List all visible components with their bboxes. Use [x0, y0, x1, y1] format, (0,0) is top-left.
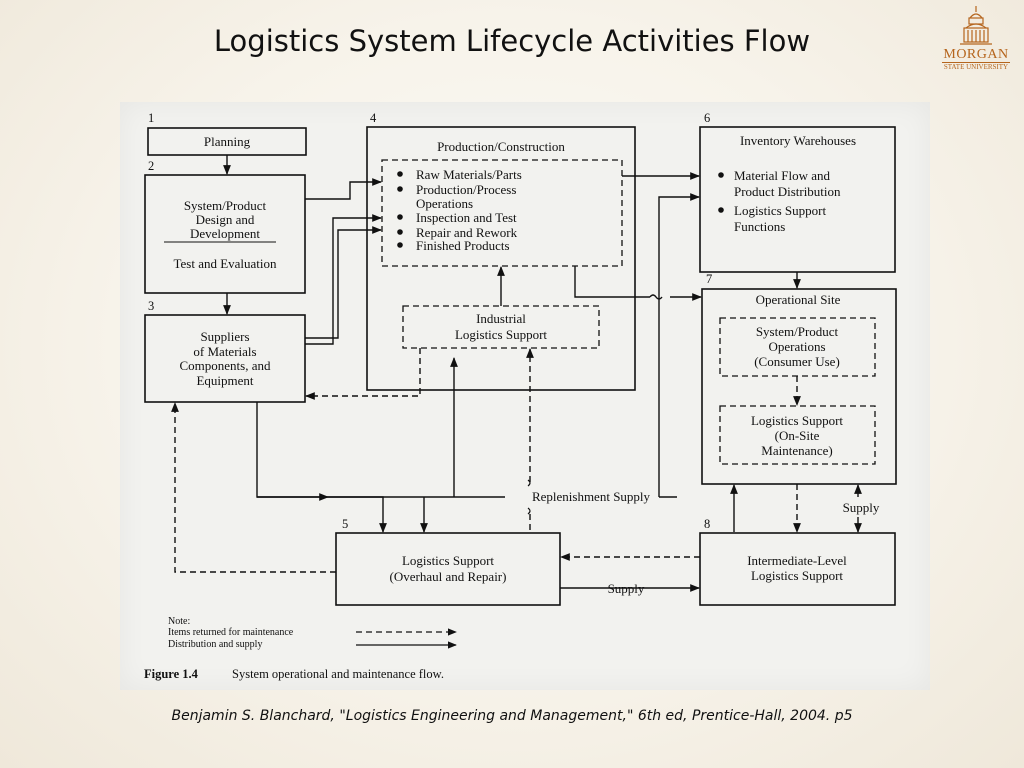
flow-figure: 1 2 3 4 5 6 7 8 Planning System/Product …: [120, 102, 930, 690]
ils-line2: Logistics Support: [455, 327, 547, 342]
box3-number: 3: [148, 299, 154, 313]
onsite-maint-box: [719, 405, 876, 465]
ops-line3: (Consumer Use): [754, 354, 840, 369]
production-activities-box: [381, 159, 623, 267]
arrow-design-production: [305, 178, 382, 200]
suppliers-box: [144, 314, 306, 403]
box6-number: 6: [704, 111, 710, 125]
box4-number: 4: [370, 111, 377, 125]
design-line4: Test and Evaluation: [173, 256, 277, 271]
wave-break-3: [527, 507, 531, 515]
production-title: Production/Construction: [437, 139, 565, 154]
intermediate-box: [699, 532, 896, 606]
suppliers-line1: Suppliers: [200, 329, 249, 344]
production-item-3: Operations: [416, 196, 473, 211]
wave-break-1: [649, 294, 663, 300]
building-dome-icon: [960, 6, 992, 45]
replenishment-label: Replenishment Supply: [532, 489, 651, 504]
design-box: [144, 174, 306, 294]
note-title: Note:: [168, 616, 190, 627]
production-box: [366, 126, 636, 391]
box1-number: 1: [148, 111, 154, 125]
industrial-logistics-box: [402, 305, 600, 349]
arrow-suppliers-production-top: [305, 214, 382, 345]
box2-number: 2: [148, 159, 154, 173]
logo-wordmark: MORGAN: [943, 47, 1009, 62]
warehouse-item-2: Product Distribution: [734, 184, 841, 199]
arrow-suppliers-production-low: [305, 226, 382, 339]
intermediate-line2: Logistics Support: [751, 568, 843, 583]
wave-break-2: [527, 479, 531, 487]
ops-line2: Operations: [768, 339, 825, 354]
operational-site-box: [701, 288, 897, 485]
design-line2: Design and: [196, 212, 255, 227]
box5-number: 5: [342, 517, 348, 531]
suppliers-line2: of Materials: [193, 344, 256, 359]
production-item-6: Finished Products: [416, 238, 510, 253]
overhaul-line2: (Overhaul and Repair): [390, 569, 507, 584]
suppliers-line4: Equipment: [196, 373, 253, 388]
warehouse-title: Inventory Warehouses: [740, 133, 856, 148]
return-ils-suppliers: [305, 348, 421, 400]
suppliers-line3: Components, and: [180, 358, 271, 373]
onsite-line3: Maintenance): [761, 443, 832, 458]
flow-diagram: 1 2 3 4 5 6 7 8 Planning System/Product …: [144, 111, 897, 681]
ils-line1: Industrial: [476, 311, 526, 326]
supply-bottom-label: Supply: [608, 581, 645, 596]
box7-number: 7: [706, 272, 712, 286]
design-line1: System/Product: [184, 198, 267, 213]
return-overhaul-suppliers: [171, 402, 336, 573]
warehouse-item-4: Functions: [734, 219, 785, 234]
arrow-replenishment-warehouse: [658, 193, 700, 497]
slide-title: Logistics System Lifecycle Activities Fl…: [213, 24, 811, 58]
logo-subtitle: STATE UNIVERSITY: [942, 62, 1010, 71]
university-logo: MORGAN STATE UNIVERSITY: [934, 4, 1018, 72]
arrow-production-opsite: [574, 266, 650, 298]
operational-title: Operational Site: [756, 292, 841, 307]
warehouse-item-3: Logistics Support: [734, 203, 826, 218]
overhaul-line1: Logistics Support: [402, 553, 494, 568]
citation: Benjamin S. Blanchard, "Logistics Engine…: [171, 708, 853, 724]
box8-number: 8: [704, 517, 710, 531]
onsite-line2: (On-Site: [775, 428, 820, 443]
figure-caption: System operational and maintenance flow.: [232, 667, 444, 681]
warehouse-box: [699, 126, 896, 273]
warehouse-item-1: Material Flow and: [734, 168, 831, 183]
onsite-line1: Logistics Support: [751, 413, 843, 428]
production-item-2: Production/Process: [416, 182, 516, 197]
supply-right-label: Supply: [843, 500, 880, 515]
production-item-4: Inspection and Test: [416, 210, 517, 225]
overhaul-box: [335, 532, 561, 606]
figure-number: Figure 1.4: [144, 667, 199, 681]
arrow-suppliers-overhaul: [256, 402, 387, 533]
ops-line1: System/Product: [756, 324, 839, 339]
note-returned: Items returned for maintenance: [168, 627, 294, 638]
intermediate-line1: Intermediate-Level: [747, 553, 847, 568]
planning-label: Planning: [204, 134, 251, 149]
note-distribution: Distribution and supply: [168, 639, 262, 650]
production-item-5: Repair and Rework: [416, 225, 518, 240]
production-item-1: Raw Materials/Parts: [416, 167, 522, 182]
design-line3: Development: [190, 226, 260, 241]
